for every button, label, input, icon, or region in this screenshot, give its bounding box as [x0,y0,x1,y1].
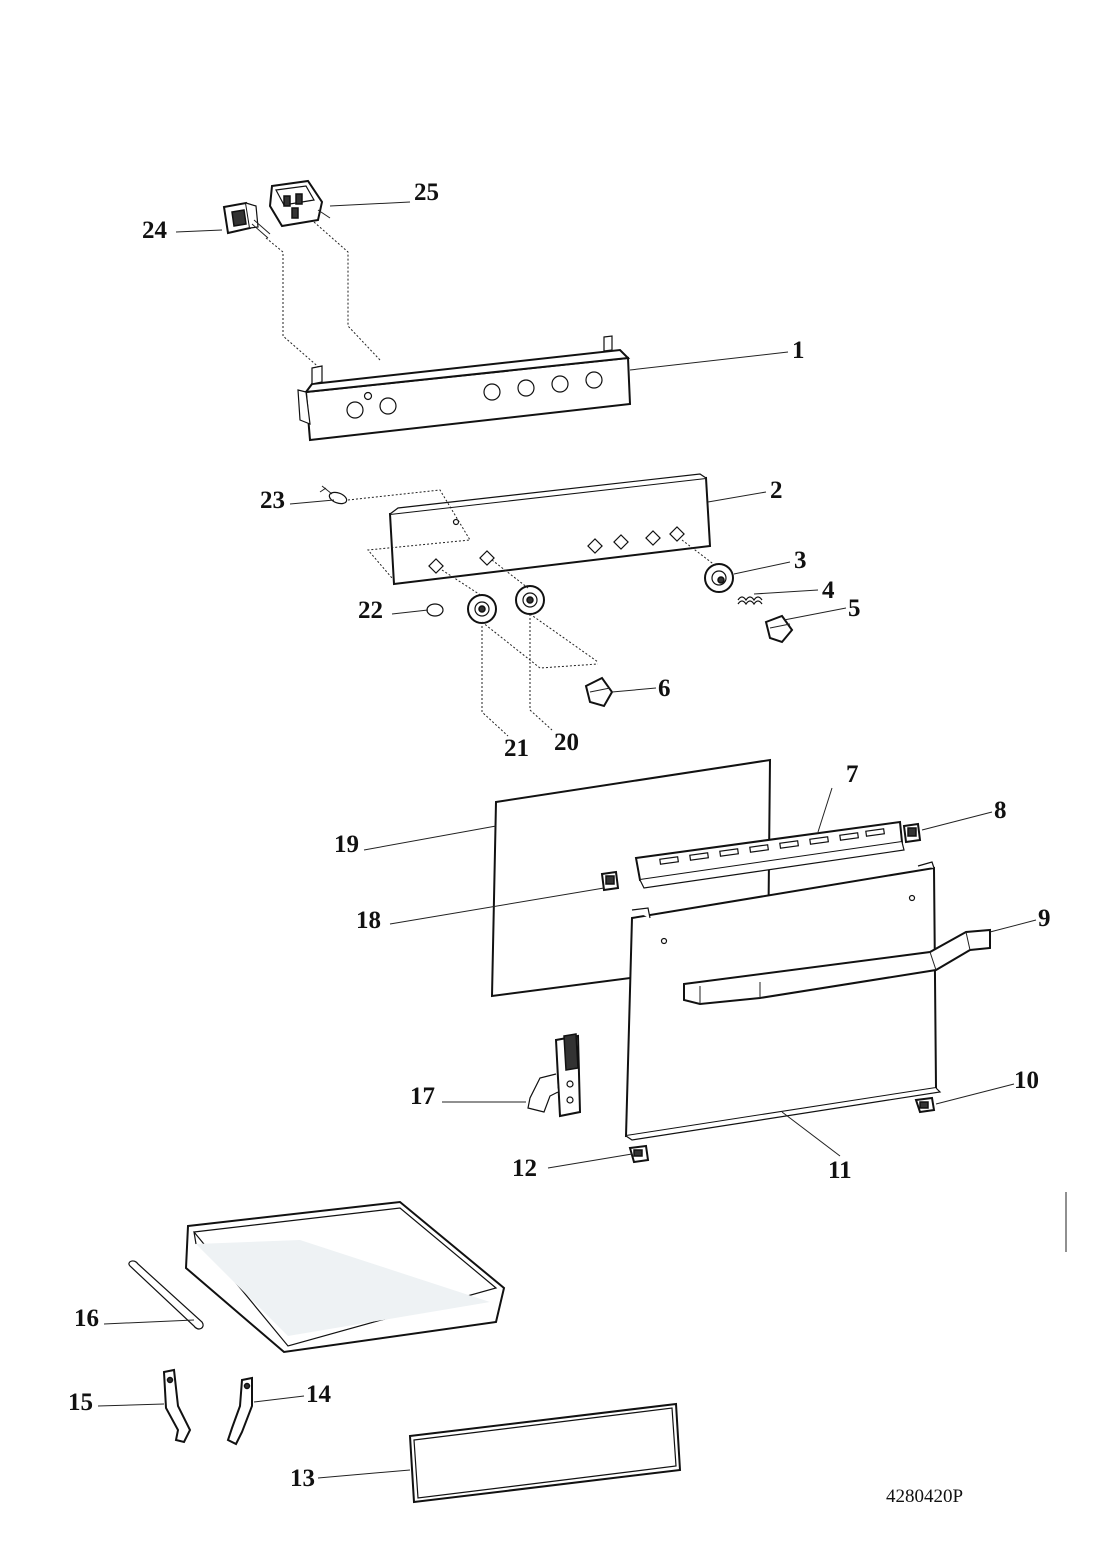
callout-18: 18 [356,907,381,934]
callout-21: 21 [504,735,529,762]
callout-11: 11 [828,1157,852,1184]
callout-16: 16 [74,1305,99,1332]
part-11-oven-door [624,861,942,1141]
part-3-knob-bezel [704,563,734,593]
callout-19: 19 [334,831,359,858]
part-6-control-knob [584,676,614,708]
callout-6: 6 [658,675,671,702]
callout-7: 7 [846,761,859,788]
drawer-tray [184,1200,506,1354]
callout-2: 2 [770,477,783,504]
callout-25: 25 [414,179,439,206]
part-12-hinge-stop [628,1144,650,1164]
callout-23: 23 [260,487,285,514]
callout-15: 15 [68,1389,93,1416]
part-1-control-panel-bracket [297,335,632,442]
leader-lines [97,201,1037,1479]
callout-5: 5 [848,595,861,622]
callout-10: 10 [1014,1067,1039,1094]
part-2-front-control-panel [388,473,712,586]
part-25-selector-switch [268,179,331,228]
part-24-switch [222,201,271,239]
callout-22: 22 [358,597,383,624]
callout-17: 17 [410,1083,435,1110]
part-5-control-knob [764,614,794,644]
callout-8: 8 [994,797,1007,824]
part-17-door-hinge [527,1033,582,1118]
part-22-lamp-cover [426,603,444,617]
callout-13: 13 [290,1465,315,1492]
part-13-drawer-front [408,1402,682,1504]
callout-12: 12 [512,1155,537,1182]
callout-1: 1 [792,337,805,364]
part-10-hinge-stop [914,1096,936,1114]
part-21-knob-bezel [467,594,497,624]
part-7-door-top-profile [634,820,905,889]
callout-9: 9 [1038,905,1051,932]
callout-20: 20 [554,729,579,756]
drawing-code: 4280420P [886,1486,963,1507]
part-15-drawer-bracket [162,1368,192,1444]
callout-3: 3 [794,547,807,574]
part-14-drawer-bracket [226,1376,253,1446]
part-4-spring [737,596,763,606]
part-16-drawer-runner [128,1260,204,1330]
callout-labels: 1 2 3 4 5 6 7 8 9 10 11 12 13 14 15 16 1… [68,179,1051,1492]
part-8-door-clip [902,822,922,844]
callout-14: 14 [306,1381,332,1408]
part-9-door-handle [683,928,991,1006]
part-23-indicator-lamp [319,485,348,505]
callout-4: 4 [822,577,835,604]
part-18-door-clip [600,870,620,892]
part-20-knob-bezel [515,585,545,615]
callout-24: 24 [142,217,168,244]
